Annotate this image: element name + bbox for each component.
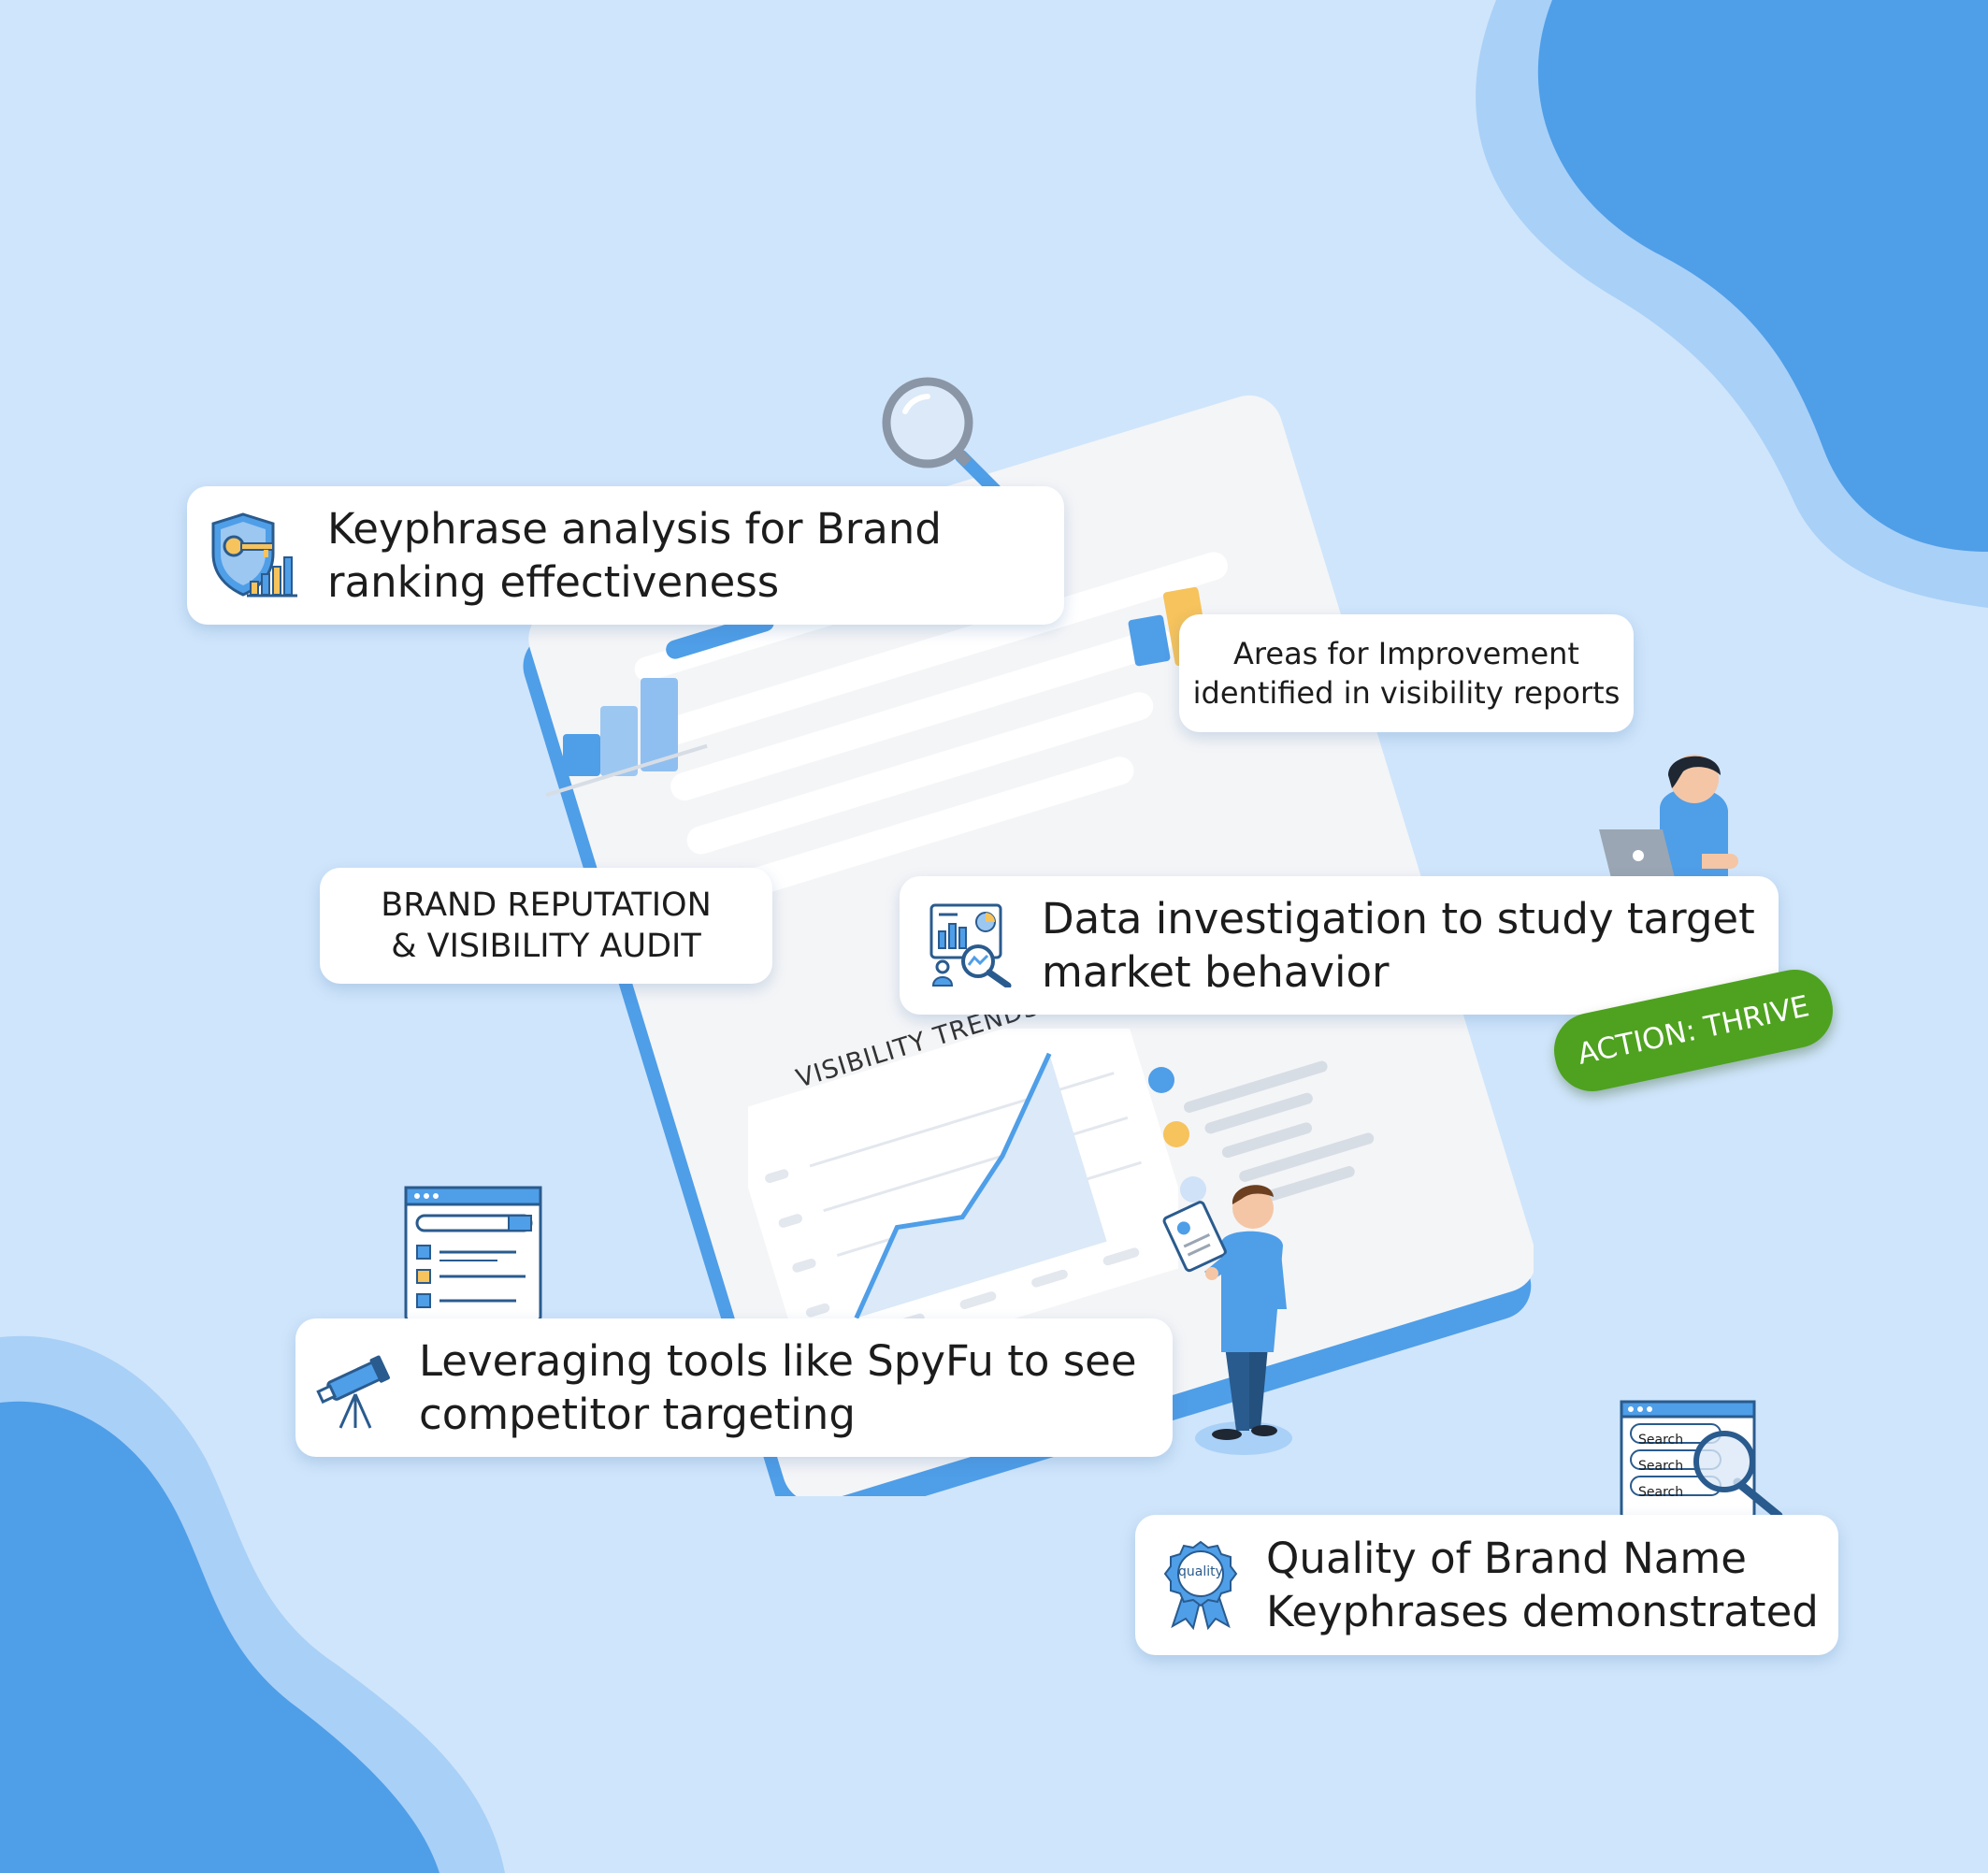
- magnifier-icon: [882, 377, 1016, 511]
- audit-card-text: BRAND REPUTATION & VISIBILITY AUDIT: [381, 885, 712, 967]
- spyfu-card-text: Leveraging tools like SpyFu to see compe…: [419, 1334, 1137, 1441]
- spyfu-line-2: competitor targeting: [419, 1390, 856, 1439]
- areas-card-text: Areas for Improvement identified in visi…: [1193, 634, 1621, 713]
- top-right-blob: [1537, 0, 1988, 552]
- data-line-2: market behavior: [1042, 947, 1390, 997]
- browser-list-icon: [404, 1186, 542, 1322]
- spyfu-line-1: Leveraging tools like SpyFu to see: [419, 1336, 1137, 1386]
- person-laptop-illustration: [1599, 755, 1749, 884]
- visibility-trends-chart: [748, 1029, 1178, 1347]
- areas-improvement-card: Areas for Improvement identified in visi…: [1179, 614, 1634, 732]
- data-card-text: Data investigation to study target marke…: [1042, 892, 1755, 999]
- quality-seal-icon: quality: [1163, 1540, 1238, 1630]
- quality-line-1: Quality of Brand Name: [1266, 1534, 1747, 1583]
- keyphrase-card-text: Keyphrase analysis for Brand ranking eff…: [327, 502, 942, 609]
- search-row-1: Search: [1638, 1433, 1684, 1448]
- search-row-3: Search: [1638, 1485, 1684, 1500]
- telescope-icon: [316, 1355, 390, 1429]
- chart-legend: [1148, 1060, 1375, 1204]
- areas-line-2: identified in visibility reports: [1192, 675, 1621, 711]
- data-investigation-card: Data investigation to study target marke…: [900, 876, 1779, 1015]
- bottom-left-blob: [0, 1401, 439, 1873]
- audit-line-2: & VISIBILITY AUDIT: [391, 928, 701, 965]
- keyphrase-analysis-card: Keyphrase analysis for Brand ranking eff…: [187, 486, 1064, 625]
- areas-line-1: Areas for Improvement: [1233, 636, 1579, 671]
- quality-seal-label: quality: [1178, 1564, 1223, 1579]
- quality-line-2: Keyphrases demonstrated: [1266, 1587, 1819, 1636]
- rosette-icon: [1163, 1540, 1238, 1630]
- search-rows: Search Search Search: [1638, 1427, 1683, 1506]
- search-row-2: Search: [1638, 1459, 1684, 1474]
- quality-card: quality Quality of Brand Name Keyphrases…: [1135, 1515, 1838, 1655]
- audit-line-1: BRAND REPUTATION: [381, 886, 712, 924]
- data-line-1: Data investigation to study target: [1042, 894, 1755, 944]
- quality-card-text: Quality of Brand Name Keyphrases demonst…: [1266, 1532, 1819, 1638]
- brand-audit-card: BRAND REPUTATION & VISIBILITY AUDIT: [320, 868, 772, 984]
- person-clipboard-illustration: [1162, 1185, 1292, 1455]
- keyphrase-line-1: Keyphrase analysis for Brand: [327, 504, 942, 554]
- keyphrase-line-2: ranking effectiveness: [327, 557, 780, 607]
- data-analysis-icon: [929, 903, 1012, 987]
- shield-key-icon: [211, 512, 297, 598]
- spyfu-card: Leveraging tools like SpyFu to see compe…: [295, 1318, 1173, 1457]
- search-window-icon: [1620, 1400, 1783, 1520]
